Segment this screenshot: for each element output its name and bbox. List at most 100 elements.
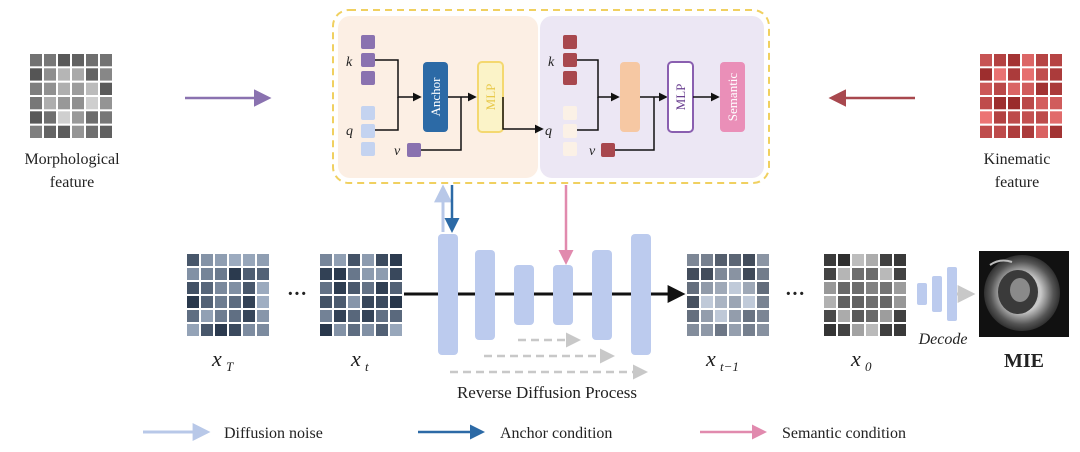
grid-background <box>978 52 1064 140</box>
grid-tile <box>58 125 70 138</box>
decode-label: Decode <box>918 331 968 348</box>
grid-tile <box>243 282 255 294</box>
grid-tile <box>757 310 769 322</box>
grid-tile <box>1022 82 1034 95</box>
grid-tile <box>72 125 84 138</box>
grid-tile <box>320 324 332 336</box>
state-label-xT: x T <box>211 346 234 374</box>
grid-tile <box>1050 111 1062 124</box>
grid-tile <box>866 254 878 266</box>
grid-tile <box>838 254 850 266</box>
grid-tile <box>86 68 98 81</box>
grid-tile <box>187 254 199 266</box>
grid-tile <box>1008 97 1020 110</box>
grid-tile <box>362 310 374 322</box>
legend-anchor-label: Anchor condition <box>500 425 612 442</box>
grid-tile <box>894 324 906 336</box>
grid-tile <box>757 282 769 294</box>
grid-tile <box>376 268 388 280</box>
grid-tile <box>229 324 241 336</box>
grid-tile <box>894 254 906 266</box>
grid-tile <box>687 296 699 308</box>
grid-tile <box>257 268 269 280</box>
grid-tile <box>187 282 199 294</box>
q-token <box>563 106 577 120</box>
grid-tile <box>30 111 42 124</box>
grid-tile <box>320 282 332 294</box>
grid-tile <box>757 254 769 266</box>
grid-tile <box>334 254 346 266</box>
k-label: k <box>548 55 555 70</box>
grid-tile <box>1022 54 1034 67</box>
output-label: MIE <box>1004 350 1044 372</box>
grid-tile <box>100 97 112 110</box>
grid-tile <box>743 310 755 322</box>
grid-tile <box>743 324 755 336</box>
grid-tile <box>187 268 199 280</box>
grid-tile <box>701 282 713 294</box>
grid-tile <box>215 282 227 294</box>
grid-tile <box>72 97 84 110</box>
grid-tile <box>390 254 402 266</box>
grid-tile <box>729 324 741 336</box>
noise-grid-xT <box>185 252 271 338</box>
grid-tile <box>980 82 992 95</box>
grid-tile <box>824 268 836 280</box>
grid-tile <box>866 310 878 322</box>
grid-tile <box>852 254 864 266</box>
k-token <box>563 35 577 49</box>
grid-tile <box>243 268 255 280</box>
grid-tile <box>229 296 241 308</box>
grid-tile <box>687 254 699 266</box>
grid-tile <box>348 324 360 336</box>
grid-tile <box>320 254 332 266</box>
grid-tile <box>824 254 836 266</box>
grid-tile <box>866 268 878 280</box>
grid-tile <box>201 324 213 336</box>
grid-tile <box>390 268 402 280</box>
process-label: Reverse Diffusion Process <box>457 383 637 402</box>
grid-tile <box>348 282 360 294</box>
state-label-xt: x t <box>350 346 369 374</box>
grid-tile <box>743 296 755 308</box>
grid-background <box>185 252 271 338</box>
q-label: q <box>346 124 353 139</box>
grid-tile <box>44 82 56 95</box>
unet-block <box>514 265 534 325</box>
grid-tile <box>376 282 388 294</box>
grid-background <box>318 252 404 338</box>
unet-block <box>631 234 651 355</box>
k-token <box>361 35 375 49</box>
grid-tile <box>1022 125 1034 138</box>
grid-tile <box>86 54 98 67</box>
unet-block <box>553 265 573 325</box>
grid-tile <box>100 54 112 67</box>
grid-tile <box>701 254 713 266</box>
k-token <box>563 53 577 67</box>
ellipsis-left: ··· <box>287 283 307 305</box>
grid-tile <box>1050 54 1062 67</box>
grid-tile <box>866 282 878 294</box>
grid-tile <box>715 254 727 266</box>
grid-tile <box>1008 68 1020 81</box>
morphological-feature-label-2: feature <box>50 174 94 191</box>
grid-tile <box>72 111 84 124</box>
decoder <box>917 267 976 321</box>
grid-tile <box>729 282 741 294</box>
grid-tile <box>30 125 42 138</box>
grid-tile <box>852 310 864 322</box>
grid-tile <box>187 296 199 308</box>
grid-tile <box>257 282 269 294</box>
kinematic-feature-label-2: feature <box>995 174 1039 191</box>
q-token <box>563 142 577 156</box>
noise-grid-xt1 <box>685 252 771 338</box>
grid-tile <box>994 97 1006 110</box>
grid-tile <box>880 254 892 266</box>
grid-tile <box>866 324 878 336</box>
svg-text:t−1: t−1 <box>720 359 739 374</box>
output-image <box>979 251 1069 337</box>
state-label-xt-1: x t−1 <box>705 346 739 374</box>
grid-tile <box>334 310 346 322</box>
svg-text:x: x <box>705 346 716 371</box>
grid-tile <box>729 268 741 280</box>
